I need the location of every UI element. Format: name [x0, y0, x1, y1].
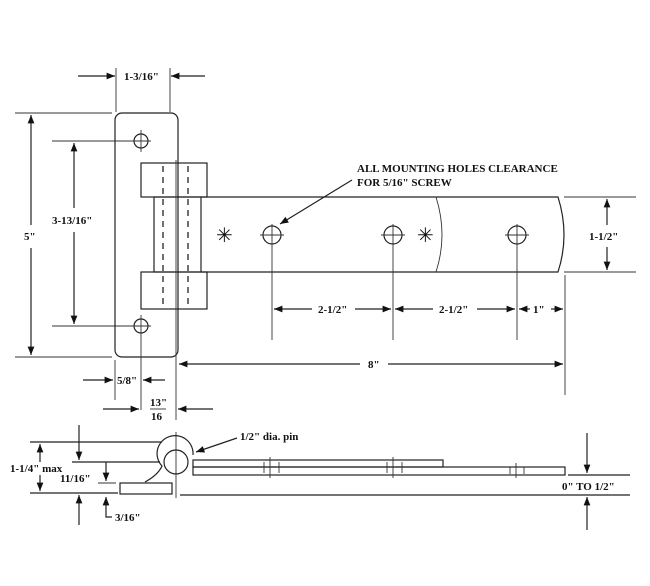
top-view: 1-3/16" 5" 3-13/16" ✳	[15, 68, 636, 423]
strap-bend-line	[435, 196, 443, 273]
knuckle-top	[140, 162, 208, 198]
dim-pin-offset-numerator: 13"	[150, 397, 167, 409]
dim-hole-spacing-vertical: 3-13/16"	[52, 215, 92, 227]
mounting-hole	[131, 315, 151, 410]
dim-pin-height: 11/16"	[60, 473, 91, 485]
dim-strap-width: 1-1/2"	[589, 231, 618, 243]
strap-hole	[260, 224, 284, 340]
mounting-hole	[131, 130, 151, 152]
dim-hole-spacing-1: 2-1/2"	[318, 304, 347, 316]
strap-side-top	[192, 459, 444, 468]
dim-hole-edge-offset: 5/8"	[117, 375, 137, 387]
knuckle-bottom	[140, 271, 208, 310]
dim-overall-height: 5"	[24, 231, 36, 243]
leaf-plate	[114, 112, 179, 358]
pin-label-arrow	[195, 437, 238, 453]
rivet-marks	[263, 457, 525, 478]
dim-end-offset: 1"	[533, 304, 545, 316]
strap-side-bottom	[192, 466, 566, 476]
asterisk-icon: ✳	[216, 225, 233, 247]
dim-strap-length: 8"	[368, 359, 380, 371]
note-line-2: FOR 5/16" SCREW	[357, 177, 452, 189]
dim-plate-width: 1-3/16"	[124, 71, 159, 83]
note-line-1: ALL MOUNTING HOLES CLEARANCE	[357, 163, 558, 175]
dim-offset-range: 0" TO 1/2"	[562, 481, 615, 493]
knuckle-outline	[144, 435, 194, 483]
asterisk-icon: ✳	[417, 225, 434, 247]
strap-hole	[381, 224, 405, 340]
leaf-plate-side	[119, 482, 173, 495]
dim-hole-spacing-2: 2-1/2"	[439, 304, 468, 316]
pin-label: 1/2" dia. pin	[240, 431, 298, 443]
dim-pin-offset-denominator: 16	[151, 411, 163, 423]
strap	[201, 196, 565, 273]
dim-max-height: 1-1/4" max	[10, 463, 63, 475]
dim-plate-thickness: 3/16"	[115, 512, 141, 524]
pin-circle	[163, 449, 189, 475]
strap-hole	[505, 224, 529, 340]
side-view: 1-1/4" max 11/16" 3/16" 1/2" dia. pin 0"…	[10, 425, 630, 530]
note-arrow	[279, 179, 353, 225]
dim-arrow	[102, 497, 112, 518]
